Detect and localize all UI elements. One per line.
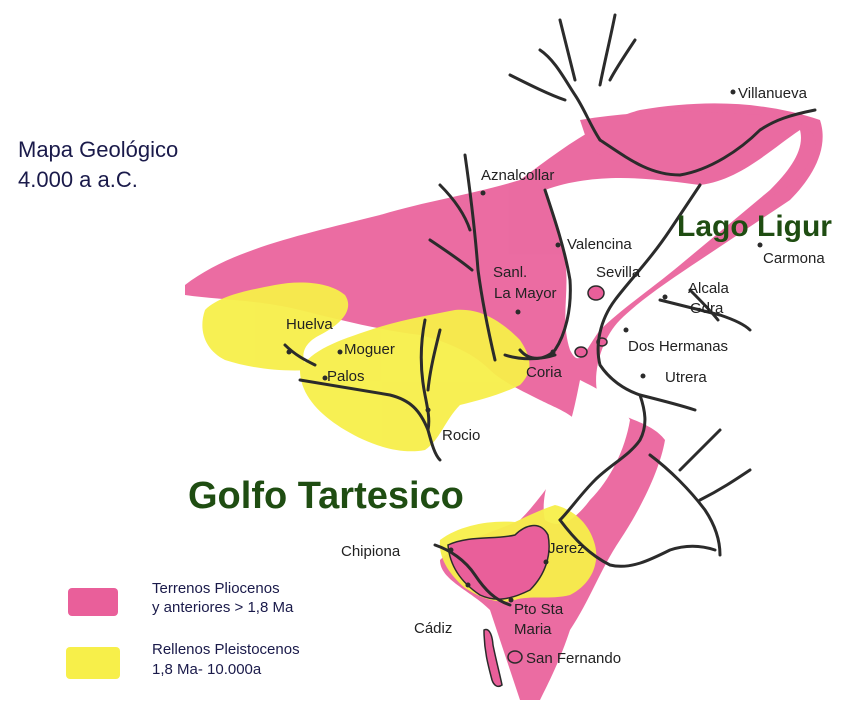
label-pto-sta-1: Pto Sta	[514, 601, 564, 618]
label-aznalcollar: Aznalcollar	[481, 167, 554, 184]
label-sevilla: Sevilla	[596, 264, 641, 281]
legend-pliocene-line1: Terrenos Pliocenos	[152, 580, 280, 597]
legend-pleistocene-line2: 1,8 Ma- 10.000a	[152, 661, 262, 678]
river-southeast	[648, 453, 722, 557]
island-san-fernando	[507, 650, 523, 664]
label-coria: Coria	[526, 364, 563, 381]
marker-valencina	[555, 242, 561, 248]
river-dos-hermanas	[658, 298, 752, 332]
islands	[447, 285, 608, 688]
river-moguer	[419, 318, 431, 432]
marker-huelva	[286, 349, 292, 355]
river-chipiona-coast	[433, 543, 512, 607]
pleistocene-huelva	[202, 282, 349, 371]
island-sevilla	[587, 285, 605, 301]
river-branch-4	[508, 73, 567, 102]
legend: Terrenos Pliocenos y anteriores > 1,8 Ma…	[66, 580, 300, 679]
river-moguer-branch	[426, 328, 442, 392]
label-alcala-1: Alcala	[688, 280, 730, 297]
label-huelva: Huelva	[286, 316, 333, 333]
label-pto-sta-2: Maria	[514, 621, 552, 638]
river-branch-3	[608, 38, 637, 82]
pleistocene-fills	[202, 282, 597, 602]
river-branch-2	[598, 13, 617, 87]
label-valencina: Valencina	[567, 236, 632, 253]
label-san-fernando: San Fernando	[526, 650, 621, 667]
river-aznal-branch	[438, 183, 472, 232]
island-coria	[574, 346, 588, 358]
marker-dos-hermanas	[623, 327, 629, 333]
river-north-coast	[598, 108, 817, 177]
map-title-line1: Mapa Geológico	[18, 137, 178, 162]
gulf-label: Golfo Tartesico	[188, 475, 464, 517]
river-aznalcollar	[463, 153, 497, 362]
label-sanlucar-1: Sanl.	[493, 264, 527, 281]
marker-cadiz	[465, 582, 471, 588]
marker-sanlucar	[515, 309, 521, 315]
marker-jerez	[543, 559, 549, 565]
label-villanueva: Villanueva	[738, 85, 808, 102]
legend-swatch-pleistocene	[66, 647, 120, 679]
river-branch-1	[558, 18, 577, 82]
label-rocio: Rocio	[442, 427, 480, 444]
map-title-line2: 4.000 a a.C.	[18, 167, 138, 192]
river-utrera	[638, 393, 697, 412]
label-jerez: Jerez	[548, 540, 585, 557]
label-utrera: Utrera	[665, 369, 707, 386]
gulf-channel	[543, 380, 630, 524]
river-huelva-estuary	[283, 343, 317, 367]
lake-label: Lago Ligur	[677, 210, 832, 243]
label-palos: Palos	[327, 368, 365, 385]
label-cadiz: Cádiz	[414, 620, 452, 637]
marker-carmona	[757, 242, 763, 248]
river-dos-hermanas-b	[688, 288, 720, 322]
label-carmona: Carmona	[763, 250, 825, 267]
marker-moguer	[337, 349, 343, 355]
lago-ligur-water	[545, 130, 801, 359]
inland-water	[543, 130, 801, 524]
marker-utrera	[640, 373, 646, 379]
marker-pto-sta	[508, 597, 514, 603]
label-chipiona: Chipiona	[341, 543, 401, 560]
legend-pliocene-line2: y anteriores > 1,8 Ma	[152, 599, 294, 616]
rivers	[283, 13, 817, 607]
island-cadiz-strip	[483, 628, 503, 688]
legend-swatch-pliocene	[68, 588, 118, 616]
marker-coria	[550, 349, 556, 355]
river-se-branch	[678, 428, 722, 472]
label-sanlucar-2: La Mayor	[494, 285, 557, 302]
marker-palos	[322, 375, 328, 381]
river-se-branch2	[698, 468, 752, 502]
river-east-coast	[558, 393, 647, 522]
river-guadalquivir-upper	[538, 48, 602, 142]
label-moguer: Moguer	[344, 341, 395, 358]
label-alcala-2: Gdra	[690, 300, 724, 317]
town-markers	[286, 89, 763, 603]
legend-pleistocene-line1: Rellenos Pleistocenos	[152, 641, 300, 658]
river-aznal-branch2	[428, 238, 474, 272]
river-lake-east	[596, 183, 702, 397]
marker-chipiona	[448, 547, 454, 553]
marker-rocio	[425, 407, 431, 413]
marker-villanueva	[730, 89, 736, 95]
river-coria	[503, 353, 557, 361]
marker-alcala	[662, 294, 668, 300]
river-huelva-coast	[298, 378, 442, 462]
marker-aznalcollar	[480, 190, 486, 196]
river-guadalete	[558, 518, 717, 568]
pleistocene-moguer-rocio	[300, 309, 530, 452]
label-dos-hermanas: Dos Hermanas	[628, 338, 728, 355]
